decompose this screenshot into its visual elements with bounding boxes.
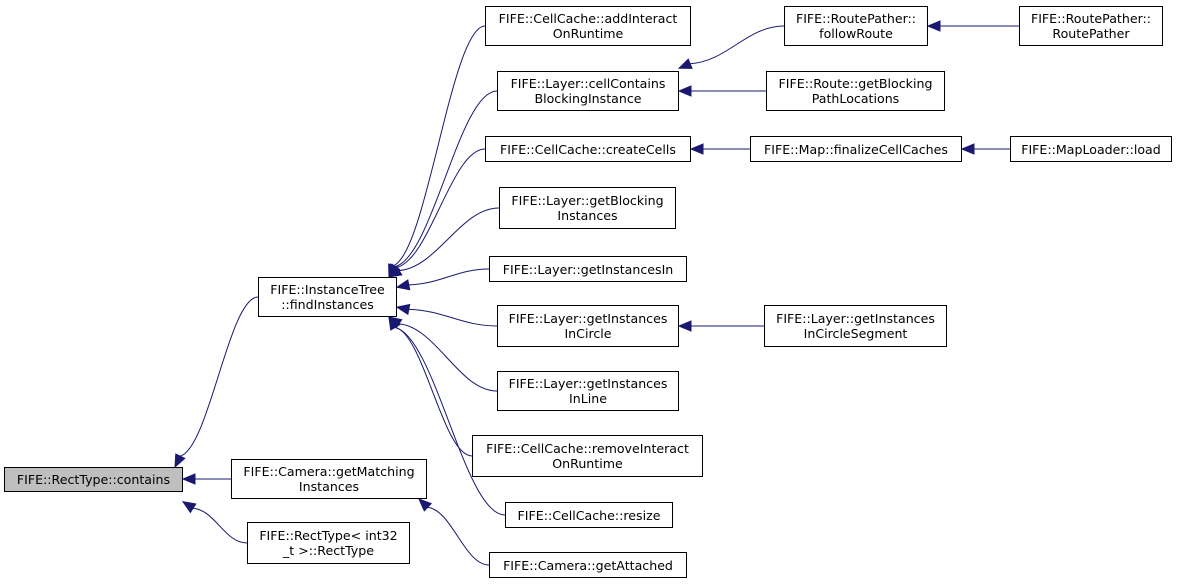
node-routepather-routepather[interactable]: FIFE::RoutePather::RoutePather (1019, 6, 1163, 46)
node-label-line: FIFE::MapLoader::load (1021, 141, 1161, 157)
edge-cell_contains-follow_route (690, 25, 785, 65)
node-label-line: InCircle (564, 326, 612, 341)
edge-root-recttype_ctor (193, 507, 248, 544)
arrowhead (418, 498, 433, 512)
node-instancetree-findinstances[interactable]: FIFE::InstanceTree::findInstances (258, 277, 397, 317)
node-label-line: FIFE::RectType::contains (16, 472, 171, 487)
node-label-line: FIFE::Layer::cellContains (510, 76, 666, 91)
node-label-line: FIFE::Layer::getInstances (776, 311, 935, 326)
node-label-line: PathLocations (811, 91, 900, 106)
node-label-line: OnRuntime (552, 26, 624, 41)
node-label-line: OnRuntime (552, 456, 623, 471)
arrowhead (181, 473, 196, 485)
node-maploader-load[interactable]: FIFE::MapLoader::load (1010, 136, 1172, 162)
edge-find_instances-resize (394, 326, 506, 516)
node-cellcache-resize[interactable]: FIFE::CellCache::resize (505, 502, 673, 528)
edge-find_instances-add_interact (393, 25, 486, 267)
node-label-line: FIFE::CellCache::removeInteract (486, 441, 689, 456)
node-label-line: FIFE::Camera::getAttached (503, 557, 673, 573)
node-label-line: FIFE::Layer::getInstances (508, 311, 668, 326)
node-layer-getinstancesin[interactable]: FIFE::Layer::getInstancesIn (489, 256, 687, 282)
edge-find_instances-in_line (398, 323, 498, 392)
node-label-line: _t >::RectType (283, 543, 374, 558)
node-recttype-contains: FIFE::RectType::contains (4, 467, 183, 492)
node-label-line: FIFE::Map::finalizeCellCaches (764, 141, 948, 157)
edge-find_instances-create_cells (396, 148, 486, 268)
arrowhead (395, 279, 411, 291)
node-label-line: ::findInstances (281, 297, 374, 312)
arrowhead (677, 58, 693, 69)
node-label-line: FIFE::CellCache::createCells (500, 141, 676, 157)
node-label-line: FIFE::RoutePather:: (1030, 11, 1152, 26)
node-label-line: InLine (569, 391, 607, 406)
arrowhead (388, 315, 401, 331)
arrowhead (181, 501, 197, 514)
node-label-line: InCircleSegment (803, 326, 908, 341)
node-label-line: FIFE::Camera::getMatching (243, 464, 415, 479)
arrowhead (960, 143, 975, 155)
node-routepather-followroute[interactable]: FIFE::RoutePather::followRoute (784, 6, 928, 46)
arrowhead (926, 20, 941, 32)
arrowhead (677, 85, 692, 97)
node-label-line: FIFE::Layer::getBlocking (511, 193, 664, 208)
node-label-line: FIFE::RoutePather:: (795, 11, 917, 26)
edge-get_matching-get_attached (427, 506, 490, 566)
node-label-line: FIFE::Route::getBlocking (778, 76, 933, 91)
node-label-line: FIFE::Layer::getInstancesIn (502, 261, 674, 277)
edge-find_instances-instances_in (408, 268, 490, 286)
arrowhead (689, 143, 704, 155)
node-label-line: Instances (557, 208, 618, 223)
arrowhead (395, 303, 411, 316)
node-label-line: FIFE::InstanceTree (270, 282, 385, 297)
arrowhead (677, 320, 692, 332)
arrowhead (174, 453, 186, 469)
node-label-line: followRoute (819, 26, 893, 41)
node-label-line: RoutePather (1052, 26, 1130, 41)
node-label-line: FIFE::CellCache::resize (517, 507, 661, 523)
node-cellcache-createcells[interactable]: FIFE::CellCache::createCells (485, 136, 691, 162)
node-label-line: Instances (298, 479, 360, 494)
node-map-finalizecellcaches[interactable]: FIFE::Map::finalizeCellCaches (750, 136, 962, 162)
arrowhead (387, 265, 403, 278)
node-recttype-constructor[interactable]: FIFE::RectType< int32_t >::RectType (247, 522, 410, 564)
node-label-line: FIFE::RectType< int32 (259, 528, 398, 543)
edge-find_instances-get_blocking (399, 207, 500, 272)
node-label-line: FIFE::CellCache::addInteract (498, 11, 678, 26)
node-label-line: BlockingInstance (534, 91, 642, 106)
node-label-line: FIFE::Layer::getInstances (508, 376, 668, 391)
edge-find_instances-in_circle (408, 308, 498, 327)
edge-find_instances-cell_contains (394, 90, 498, 268)
edge-root-find_instances (180, 296, 259, 457)
node-camera-getattached[interactable]: FIFE::Camera::getAttached (489, 552, 687, 578)
edge-find_instances-remove_interact (395, 326, 473, 457)
